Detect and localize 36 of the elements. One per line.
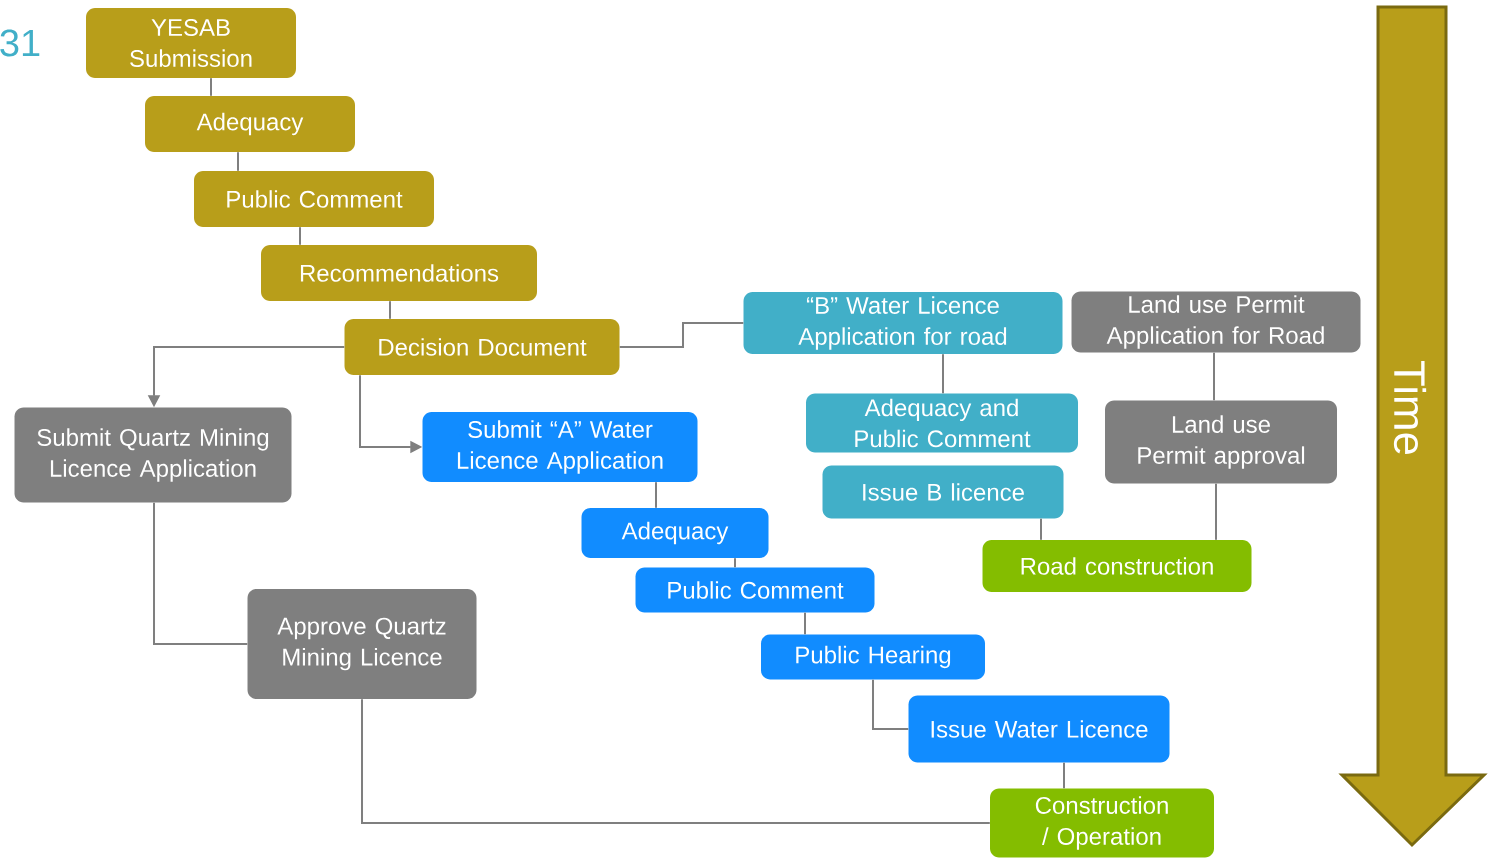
connector <box>389 300 391 320</box>
process-box: Adequacy and Public Comment <box>806 393 1078 453</box>
process-box: Issue B licence <box>822 465 1064 519</box>
process-box: Land use Permit approval <box>1105 400 1337 484</box>
process-box: Public Comment <box>194 171 434 227</box>
process-box: Decision Document <box>344 319 620 375</box>
process-box: YESAB Submission <box>86 8 296 78</box>
process-box: Adequacy <box>581 508 769 558</box>
process-box: Public Comment <box>635 567 875 613</box>
connector <box>655 481 657 509</box>
process-box: Adequacy <box>145 96 355 152</box>
connector <box>1215 482 1217 541</box>
connector <box>299 226 301 246</box>
connector <box>1040 517 1042 541</box>
slide-number: 31 <box>0 29 40 57</box>
connector <box>872 678 910 730</box>
process-box: “B” Water Licence Application for road <box>743 292 1063 354</box>
process-box: Approve Quartz Mining Licence <box>247 589 477 699</box>
process-box: Road construction <box>982 540 1252 592</box>
process-box: Land use Permit Application for Road <box>1071 291 1361 353</box>
connector <box>1063 761 1065 790</box>
connector <box>1213 351 1215 402</box>
connector <box>237 151 239 172</box>
connector <box>734 557 736 569</box>
process-box: Submit “A” Water Licence Application <box>422 412 698 482</box>
process-box: Construction / Operation <box>990 788 1214 858</box>
connector <box>361 698 991 824</box>
connector <box>210 77 212 97</box>
connector <box>618 322 745 348</box>
connector <box>942 353 944 395</box>
connector <box>804 611 806 636</box>
process-box: Public Hearing <box>761 634 985 680</box>
connector <box>153 501 249 645</box>
process-box: Issue Water Licence <box>908 695 1170 763</box>
process-box: Recommendations <box>261 245 537 301</box>
process-box: Submit Quartz Mining Licence Application <box>14 407 292 503</box>
